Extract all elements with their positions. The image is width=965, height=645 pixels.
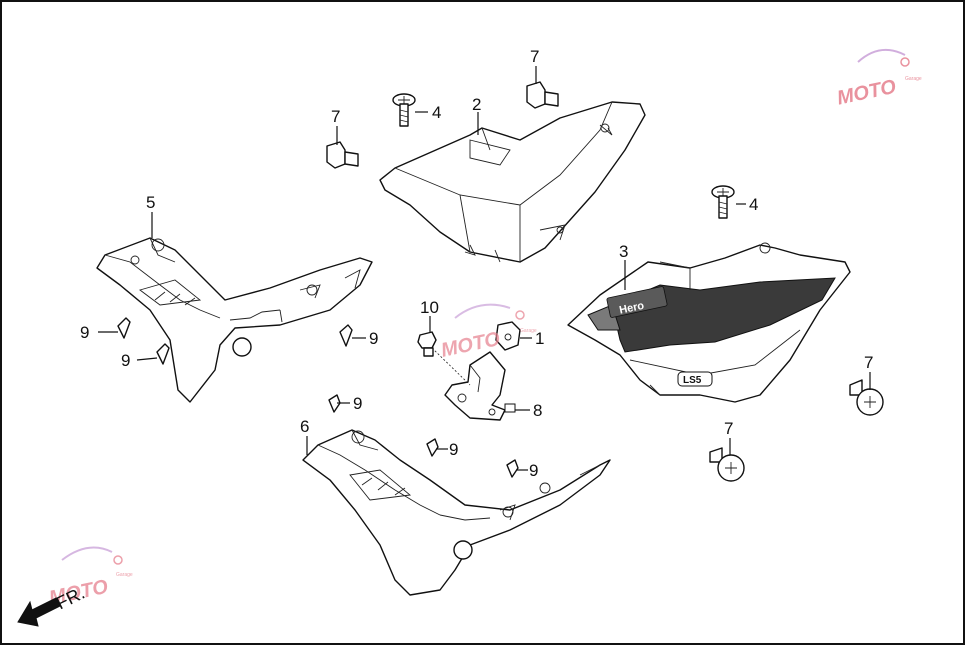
- label-9b: 9: [121, 351, 130, 370]
- part-10-bolt: [417, 331, 437, 357]
- ls5-badge-text: LS5: [683, 375, 702, 386]
- watermark-sub-1: Garage: [905, 76, 922, 82]
- screw-9-c: [339, 324, 353, 347]
- label-1: 1: [535, 329, 544, 348]
- part-5-left-fairing: [96, 237, 373, 403]
- label-3: 3: [619, 242, 628, 261]
- part-2-upper-cover: [379, 101, 646, 263]
- leader-lines: [98, 66, 871, 471]
- label-9c: 9: [369, 329, 378, 348]
- label-5: 5: [146, 193, 155, 212]
- label-7c: 7: [864, 353, 873, 372]
- label-7d: 7: [724, 419, 733, 438]
- hero-badge-text: Hero: [618, 300, 645, 317]
- label-2: 2: [472, 95, 481, 114]
- bushing-7-a: [526, 81, 559, 109]
- screw-9-b: [156, 343, 170, 365]
- screw-4-top: [392, 93, 416, 127]
- label-7a: 7: [530, 47, 539, 66]
- screw-4-right: [711, 185, 735, 219]
- part-1-clip: [495, 321, 521, 351]
- label-4a: 4: [432, 103, 441, 122]
- label-10: 10: [420, 298, 439, 317]
- label-9d: 9: [353, 394, 362, 413]
- label-9e: 9: [449, 440, 458, 459]
- bushing-7-c: [849, 379, 884, 416]
- screw-9-f: [506, 459, 519, 478]
- label-8: 8: [533, 401, 542, 420]
- screw-9-a: [117, 317, 131, 339]
- watermark-top-right: MOTO Garage: [835, 48, 922, 110]
- bushing-7-b: [326, 141, 359, 169]
- part-6-right-fairing: [302, 429, 611, 596]
- part-8-bracket: [431, 347, 516, 421]
- label-7b: 7: [331, 107, 340, 126]
- watermark-sub-2: Garage: [520, 328, 537, 334]
- watermark-text-1: MOTO: [835, 76, 898, 110]
- label-4b: 4: [749, 195, 758, 214]
- label-9f: 9: [529, 461, 538, 480]
- screw-9-e: [426, 438, 439, 457]
- label-6: 6: [300, 417, 309, 436]
- label-9a: 9: [80, 323, 89, 342]
- bushing-7-d: [709, 447, 745, 482]
- watermark-sub-3: Garage: [116, 572, 133, 578]
- part-3-side-panel: Hero LS5: [567, 242, 851, 403]
